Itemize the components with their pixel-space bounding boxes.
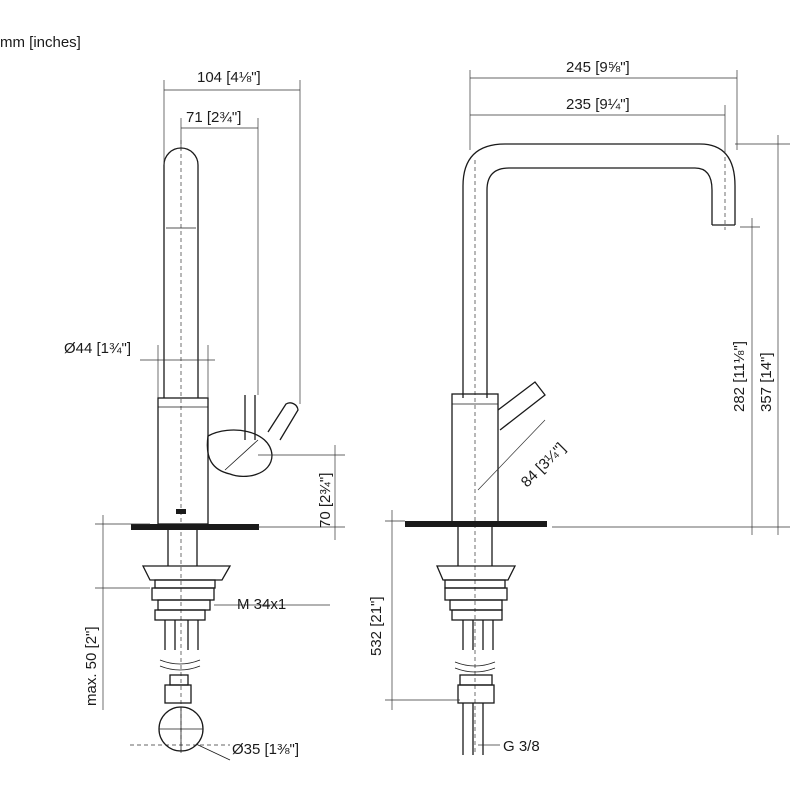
dim-max-thickness: max. 50 [2"]	[83, 626, 100, 706]
dim-lever-length: 84 [3¼"]	[518, 440, 569, 491]
front-view	[385, 70, 790, 755]
base-plate	[131, 524, 259, 530]
dim-spout-reach: 245 [9⅝"]	[566, 59, 630, 76]
dim-lever-offset: 71 [2¾"]	[186, 109, 241, 126]
dim-thread: M 34x1	[237, 596, 286, 613]
dim-spout-height: 282 [11⅛"]	[731, 341, 748, 412]
spout-inner	[486, 167, 713, 398]
dim-width-total: 104 [4⅛"]	[197, 69, 261, 86]
lever	[244, 395, 256, 440]
dim-spout-reach-inner: 235 [9¼"]	[566, 96, 630, 113]
dim-lever-height: 70 [2¾"]	[317, 473, 334, 528]
dim-hose-length: 532 [21"]	[368, 596, 385, 656]
dim-body-diameter: Ø44 [1¾"]	[64, 340, 131, 357]
spout-outer	[462, 143, 736, 398]
dim-total-height: 357 [14"]	[758, 352, 775, 412]
mounting-nut	[141, 565, 232, 581]
side-body	[157, 397, 209, 525]
dim-connection: G 3/8	[503, 738, 540, 755]
dim-hole-diameter: Ø35 [1⅜"]	[232, 741, 299, 758]
side-view	[95, 80, 345, 761]
units-label: mm [inches]	[0, 34, 81, 51]
front-base-plate	[405, 521, 547, 527]
